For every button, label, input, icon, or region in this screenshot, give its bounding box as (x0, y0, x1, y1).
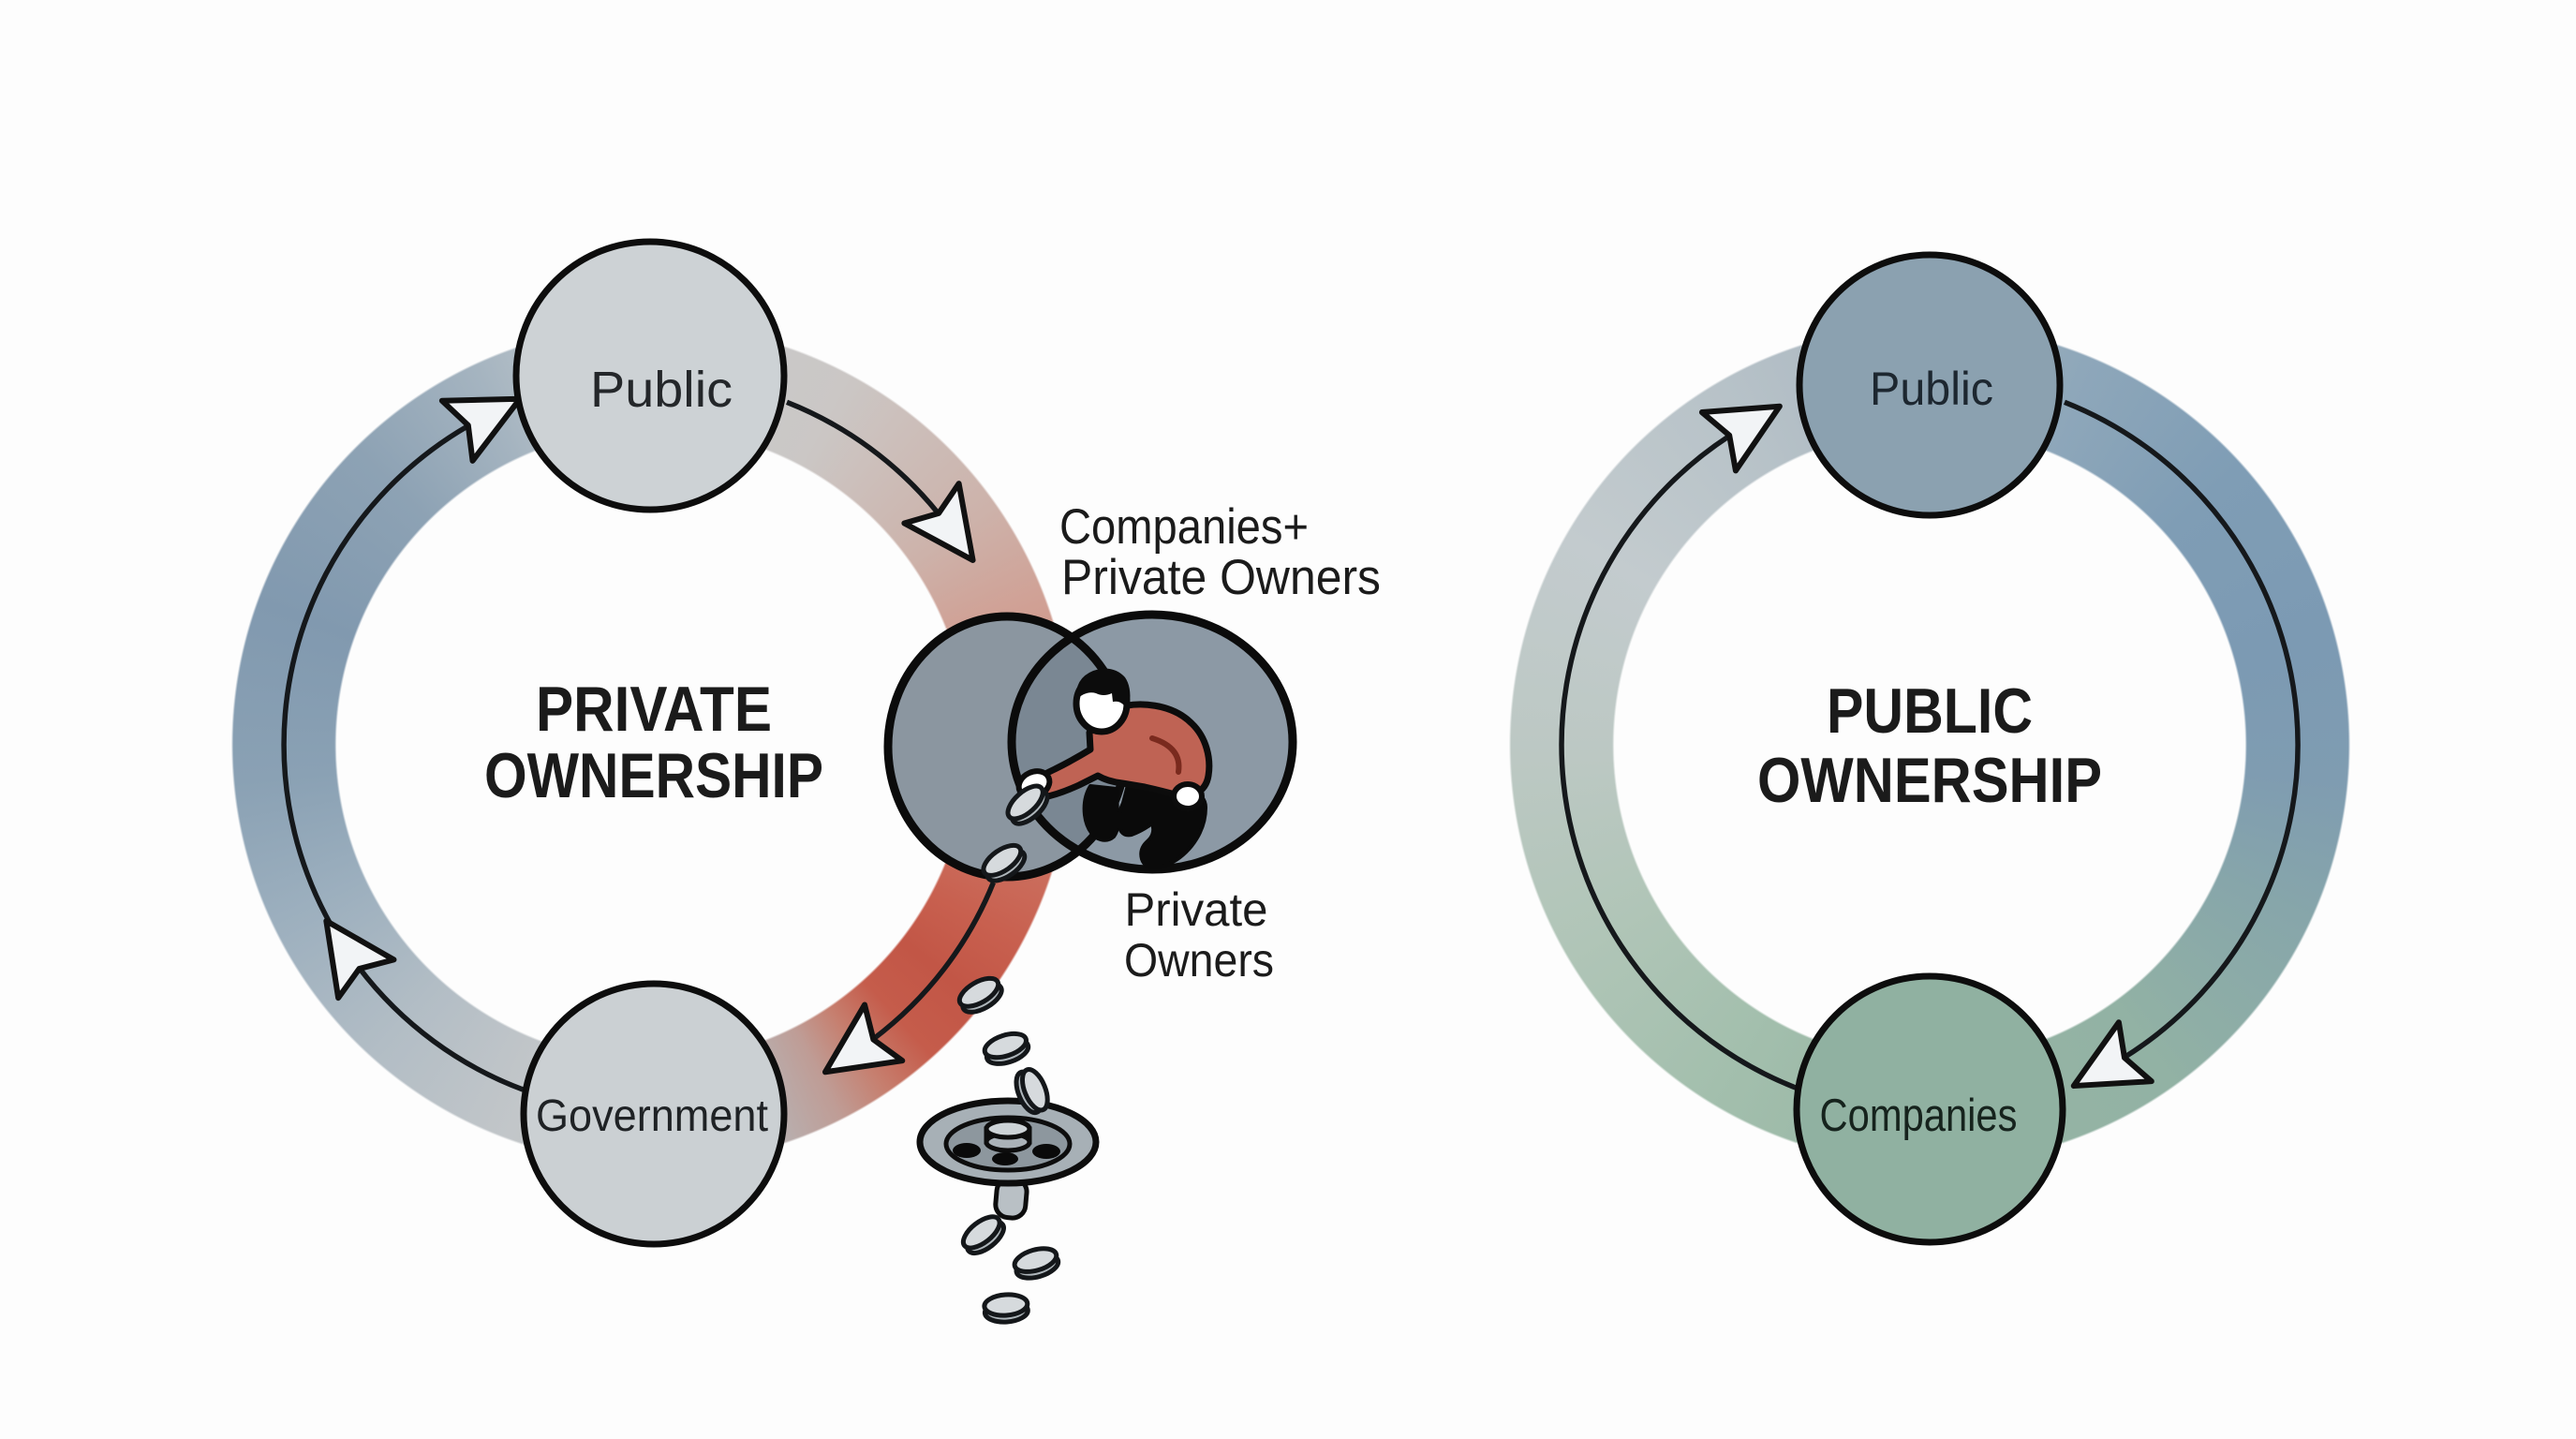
svg-text:Public: Public (590, 362, 733, 418)
svg-text:Owners: Owners (1124, 934, 1274, 987)
svg-text:Public: Public (1870, 363, 1993, 415)
svg-text:PRIVATE: PRIVATE (536, 674, 772, 745)
svg-text:Companies: Companies (1820, 1090, 2018, 1141)
svg-text:OWNERSHIP: OWNERSHIP (484, 740, 823, 811)
svg-text:OWNERSHIP: OWNERSHIP (1757, 745, 2102, 816)
svg-text:Private: Private (1125, 883, 1268, 936)
svg-text:Companies+: Companies+ (1059, 499, 1309, 555)
svg-text:Government: Government (536, 1091, 768, 1141)
svg-text:PUBLIC: PUBLIC (1827, 675, 2033, 747)
svg-text:Private Owners: Private Owners (1061, 550, 1381, 605)
